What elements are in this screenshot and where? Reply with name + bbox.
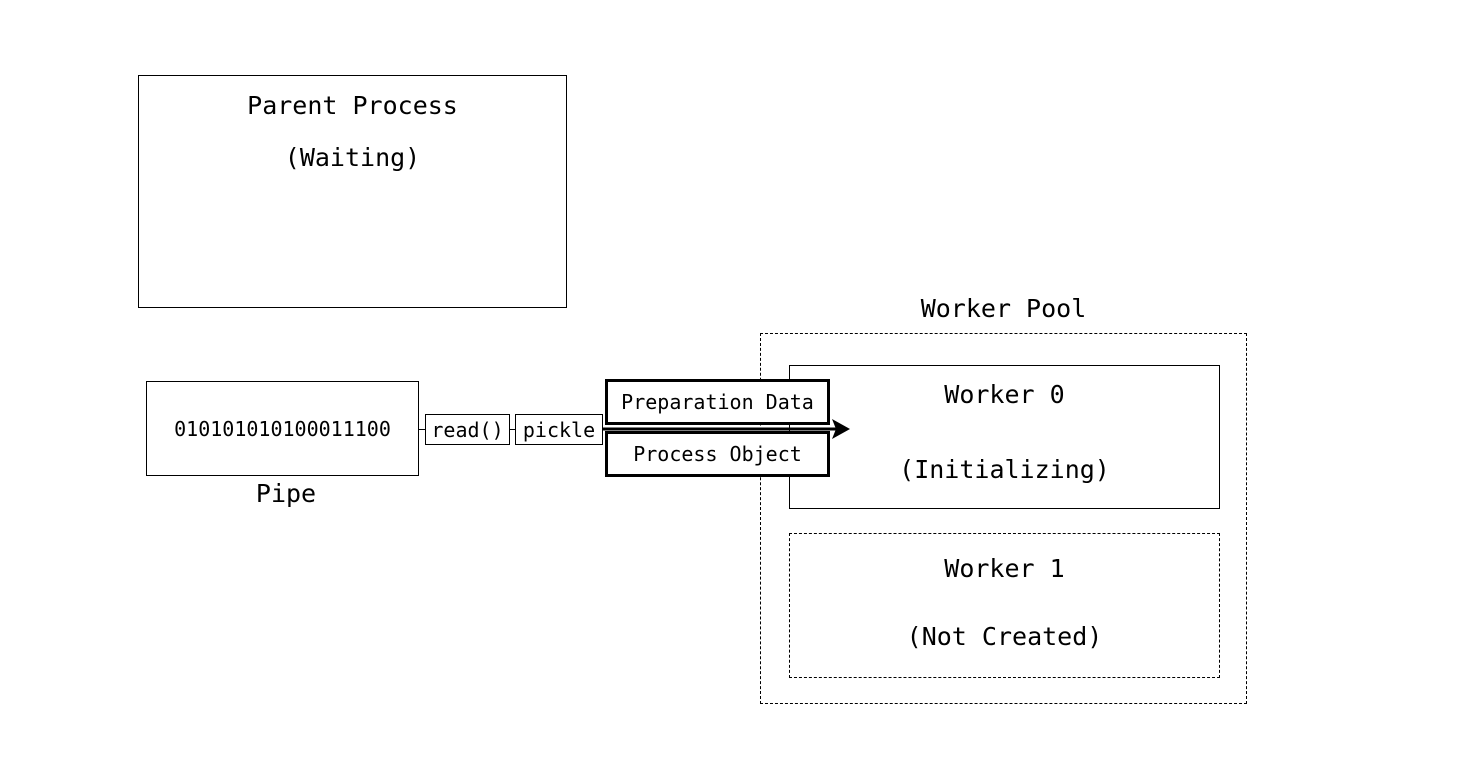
pickle-op-box: pickle [515, 414, 603, 445]
pipe-box: 010101010100011100 [146, 381, 419, 476]
process-object-label: Process Object [633, 442, 802, 466]
read-op-box: read() [425, 414, 510, 445]
preparation-data-label: Preparation Data [621, 390, 814, 414]
parent-process-status: (Waiting) [284, 143, 421, 172]
pipe-label: Pipe [255, 479, 317, 508]
read-pickle-connector [510, 429, 515, 430]
pickle-op-label: pickle [522, 417, 596, 442]
worker-1-box [789, 533, 1220, 678]
process-object-box: Process Object [605, 431, 830, 477]
worker-0-title: Worker 0 [944, 380, 1065, 409]
worker-1-title: Worker 1 [944, 554, 1065, 583]
worker-pool-label: Worker Pool [920, 294, 1087, 323]
worker-0-status: (Initializing) [899, 455, 1110, 484]
worker-pool-box [760, 333, 1247, 704]
pipe-bits: 010101010100011100 [174, 416, 391, 441]
preparation-data-box: Preparation Data [605, 379, 830, 425]
read-op-label: read() [431, 417, 504, 442]
worker-1-status: (Not Created) [906, 622, 1103, 651]
parent-process-box [138, 75, 567, 308]
parent-process-title: Parent Process [247, 91, 458, 120]
pipe-read-connector [419, 429, 425, 430]
